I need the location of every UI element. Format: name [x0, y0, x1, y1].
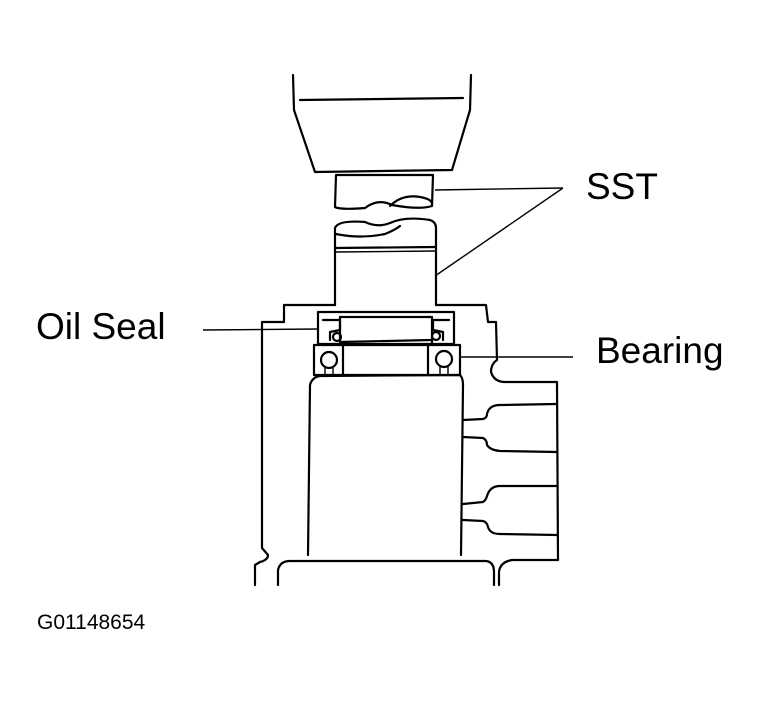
sst-leader-lines: [434, 187, 564, 277]
housing: [253, 303, 560, 587]
oil-seal: [316, 310, 456, 347]
side-fittings: [461, 402, 559, 537]
figure-id: G01148654: [37, 611, 146, 634]
bearing: [312, 343, 462, 377]
inner-bore: [306, 373, 465, 557]
press-ram: [291, 73, 473, 174]
bearing-label: Bearing: [596, 330, 724, 371]
sst-upper-adapter: [333, 173, 435, 210]
sst-label: SST: [586, 166, 658, 207]
oil-seal-label: Oil Seal: [36, 306, 166, 347]
part-leader-lines: [202, 328, 573, 358]
sst-lower-driver: [333, 217, 438, 307]
